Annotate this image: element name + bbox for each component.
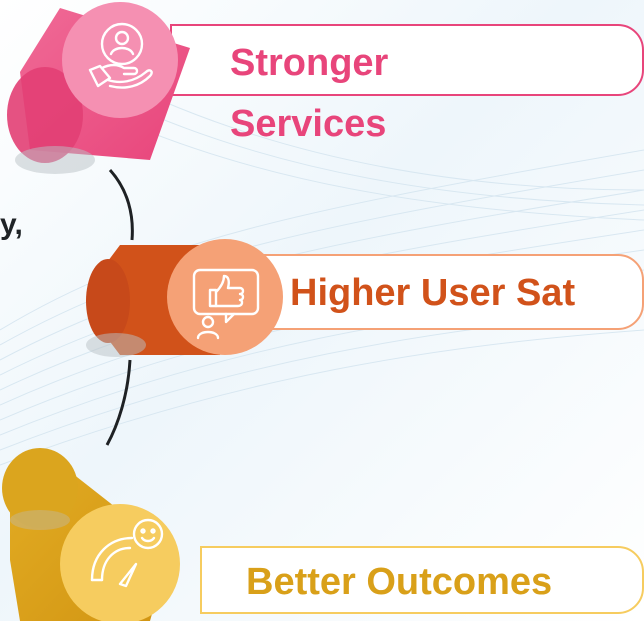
- better-outcomes-label: Better Outcomes: [246, 561, 553, 603]
- stronger-services-label-line2: Services: [230, 103, 387, 145]
- feedback-thumbs-up-icon: [192, 268, 260, 340]
- stronger-services-label-line1: Stronger: [230, 42, 389, 84]
- higher-user-satisfaction-cylinder: [86, 239, 283, 357]
- hand-user-icon: [88, 22, 153, 89]
- higher-user-satisfaction-label: Higher User Sat: [290, 272, 576, 314]
- smile-gauge-icon: [90, 518, 164, 588]
- stronger-services-pill: [170, 24, 644, 96]
- better-outcomes-pill: [200, 546, 644, 614]
- stronger-services-cylinder: [7, 2, 190, 174]
- connector-1: [108, 168, 134, 241]
- cut-off-text: y,: [0, 208, 23, 241]
- connector-2: [105, 359, 132, 446]
